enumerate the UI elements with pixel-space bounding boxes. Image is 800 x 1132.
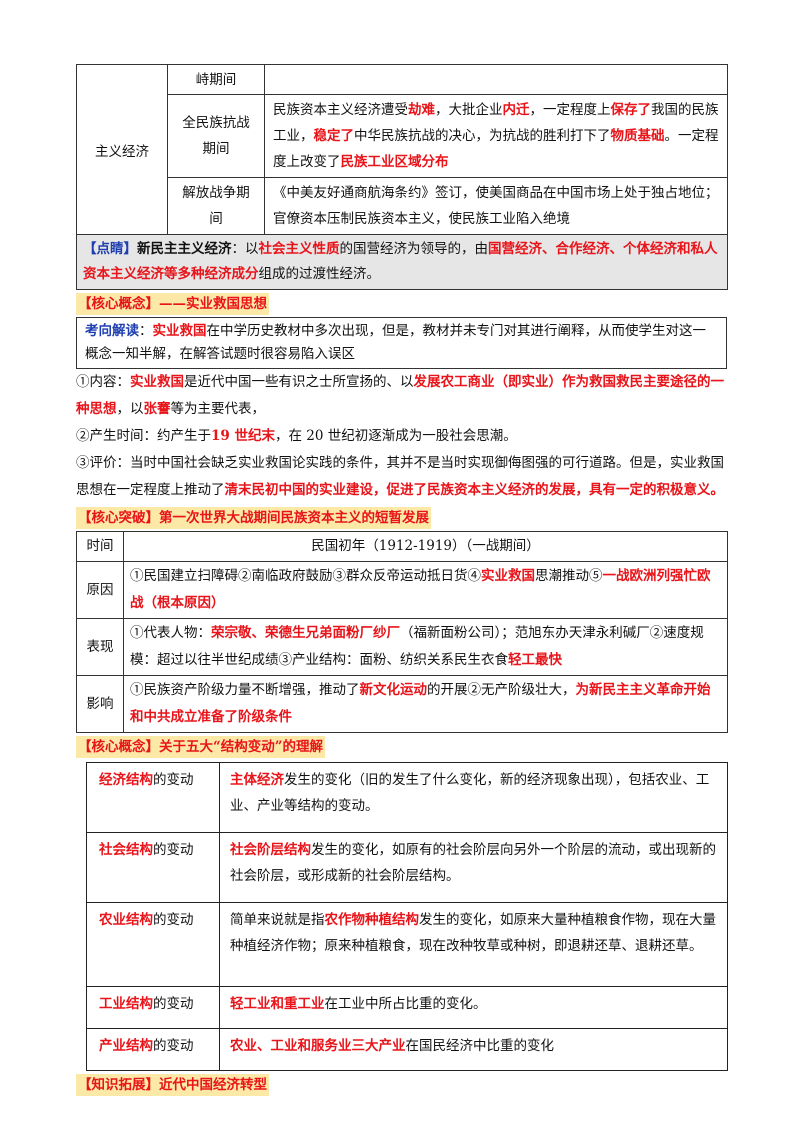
structure-desc: 轻工业和重工业在工业中所占比重的变化。 (219, 986, 728, 1029)
economy-period-table: 主义经济 峙期间 全民族抗战 期间 民族资本主义经济遭受劫难，大批企业内迁，一定… (76, 64, 728, 235)
period-content-empty (264, 64, 728, 95)
paragraph-time: ②产生时间：约产生于19 世纪末，在 20 世纪初逐渐成为一股社会思潮。 (76, 428, 517, 444)
period-content: 《中美友好通商航海条约》签订，使美国商品在中国市场上处于独占地位；官僚资本压制民… (264, 177, 728, 235)
row-label: 原因 (76, 561, 124, 619)
row-label: 表现 (76, 618, 124, 676)
row-content: 民国初年（1912-1919）（一战期间） (123, 531, 728, 562)
structure-desc: 主体经济发生的变化（旧的发生了什么变化，新的经济现象出现），包括农业、工业、产业… (219, 762, 728, 833)
row-label: 影响 (76, 675, 124, 733)
structure-label: 工业结构的变动 (86, 986, 220, 1029)
document-page: 主义经济 峙期间 全民族抗战 期间 民族资本主义经济遭受劫难，大批企业内迁，一定… (76, 64, 728, 1096)
wwi-development-table: 时间 民国初年（1912-1919）（一战期间） 原因 ①民国建立扫障碍②南临政… (76, 531, 728, 733)
row-content: ①民国建立扫障碍②南临政府鼓励③群众反帝运动抵日货④实业救国思潮推动⑤一战欧洲列… (123, 561, 728, 619)
period-content: 民族资本主义经济遭受劫难，大批企业内迁，一定程度上保存了我国的民族工业，稳定了中… (264, 94, 728, 178)
section-heading: 【知识拓展】近代中国经济转型 (76, 1074, 269, 1096)
row-label: 时间 (76, 531, 124, 562)
section-heading: 【核心概念】——实业救国思想 (76, 293, 269, 315)
structure-desc: 社会阶层结构发生的变化，如原有的社会阶层向另外一个阶层的流动，或出现新的社会阶层… (219, 832, 728, 903)
section-heading: 【核心概念】关于五大“结构变动”的理解 (76, 736, 326, 758)
structure-label: 经济结构的变动 (86, 762, 220, 833)
structure-change-table: 经济结构的变动 主体经济发生的变化（旧的发生了什么变化，新的经济现象出现），包括… (86, 762, 728, 1071)
structure-label: 农业结构的变动 (86, 902, 220, 987)
paragraph-content: ①内容：实业救国是近代中国一些有识之士所宣扬的、以发展农工商业（即实业）作为救国… (76, 374, 724, 417)
paragraph-evaluation: ③评价：当时中国社会缺乏实业救国论实践的条件，其并不是当时实现御侮图强的可行道路… (76, 455, 724, 498)
structure-label: 产业结构的变动 (86, 1028, 220, 1071)
section-heading: 【核心突破】第一次世界大战期间民族资本主义的短暂发展 (76, 507, 431, 529)
key-point-box: 【点睛】新民主主义经济：以社会主义性质的国营经济为领导的，由国营经济、合作经济、… (76, 235, 728, 290)
period-cell: 解放战争期 间 (167, 177, 265, 235)
exam-analysis-box: 考向解读：实业救国在中学历史教材中多次出现，但是，教材并未专门对其进行阐释，从而… (76, 317, 727, 369)
period-cell: 峙期间 (167, 64, 265, 95)
period-cell: 全民族抗战 期间 (167, 94, 265, 178)
row-content: ①民族资产阶级力量不断增强，推动了新文化运动的开展②无产阶级壮大，为新民主主义革… (123, 675, 728, 733)
structure-desc: 农业、工业和服务业三大产业在国民经济中比重的变化 (219, 1028, 728, 1071)
structure-desc: 简单来说就是指农作物种植结构发生的变化，如原来大量种植粮食作物，现在大量种植经济… (219, 902, 728, 987)
row-header: 主义经济 (76, 64, 168, 235)
structure-label: 社会结构的变动 (86, 832, 220, 903)
row-content: ①代表人物：荣宗敬、荣德生兄弟面粉厂纱厂（福新面粉公司）；范旭东办天津永利碱厂②… (123, 618, 728, 676)
